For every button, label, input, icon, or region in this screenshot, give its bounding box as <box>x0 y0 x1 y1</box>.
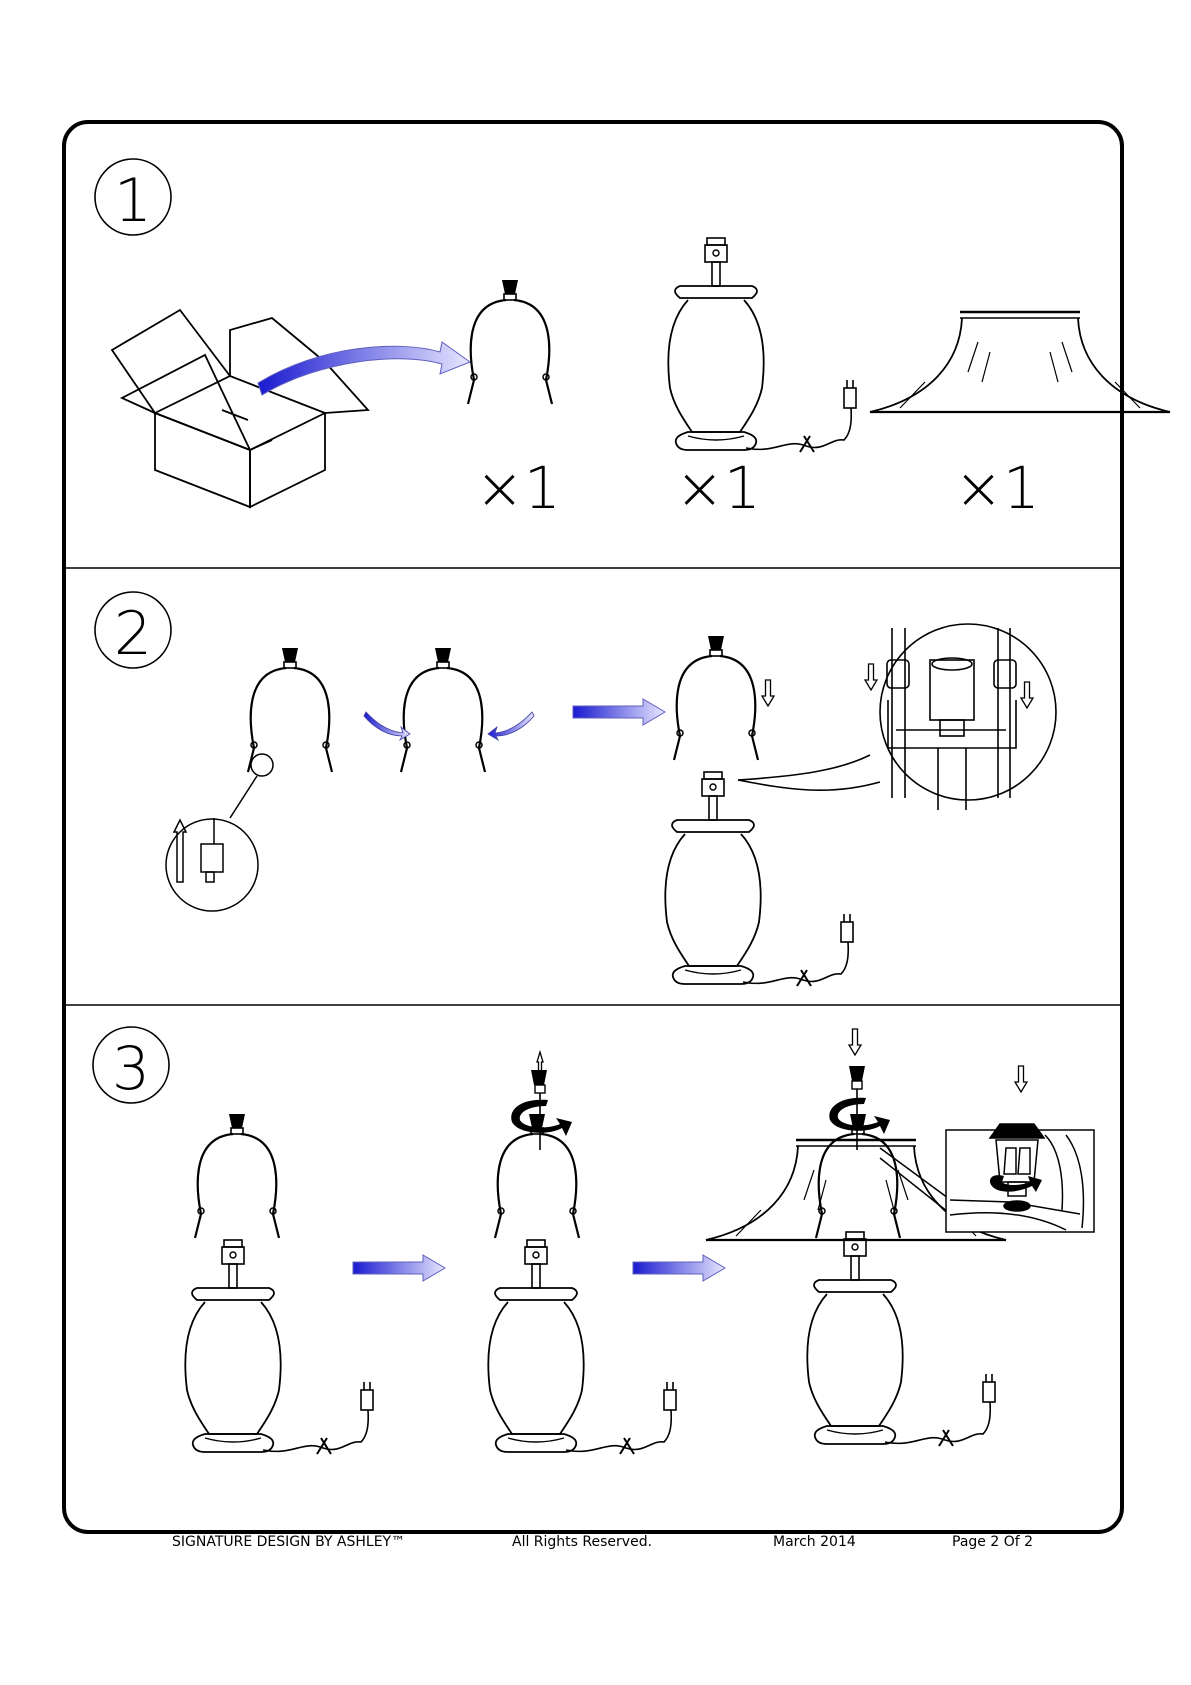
lampshade-part <box>870 312 1170 412</box>
finial-removal <box>511 1052 572 1150</box>
lamp-base-step-3c <box>807 1232 995 1446</box>
callout-down-arrow-finial <box>1015 1066 1027 1092</box>
down-arrow <box>762 680 774 706</box>
harp-step-3c <box>816 1114 900 1238</box>
shade-attachment <box>829 1029 890 1150</box>
step-3-number: 3 <box>112 1034 150 1104</box>
saddle-detail-callout <box>738 624 1056 810</box>
step-2-arrow <box>573 699 665 725</box>
harp-being-attached <box>674 636 758 760</box>
lamp-base-part <box>668 238 856 452</box>
step-2-number: 2 <box>114 599 152 669</box>
open-box-illustration <box>112 310 368 507</box>
unpack-arrow <box>258 342 470 395</box>
footer-date: March 2014 <box>773 1534 856 1550</box>
callout-down-arrow-left <box>865 664 877 690</box>
lamp-base-quantity: ×1 <box>675 454 761 522</box>
step-1-badge: 1 <box>95 159 171 236</box>
harp-squeezed <box>401 648 485 772</box>
lamp-base-step-2 <box>665 772 853 986</box>
squeeze-arrow-right <box>488 712 534 740</box>
footer-brand: SIGNATURE DESIGN BY ASHLEY™ <box>172 1534 405 1550</box>
lampshade-quantity: ×1 <box>954 454 1040 522</box>
footer-rights: All Rights Reserved. <box>512 1534 652 1550</box>
harp-assembled <box>195 1114 279 1238</box>
harp-quantity: ×1 <box>475 454 561 522</box>
step-3-arrow-2 <box>633 1255 725 1281</box>
step-1-number: 1 <box>114 166 152 236</box>
footer-page: Page 2 Of 2 <box>952 1534 1033 1550</box>
lamp-base-step-3a <box>185 1240 373 1454</box>
instruction-frame <box>64 122 1122 1532</box>
step-3-badge: 3 <box>93 1027 169 1104</box>
step-2-badge: 2 <box>95 592 171 669</box>
step-3-arrow-1 <box>353 1255 445 1281</box>
harp-part <box>468 280 552 404</box>
harp-detail-callout <box>166 754 273 911</box>
